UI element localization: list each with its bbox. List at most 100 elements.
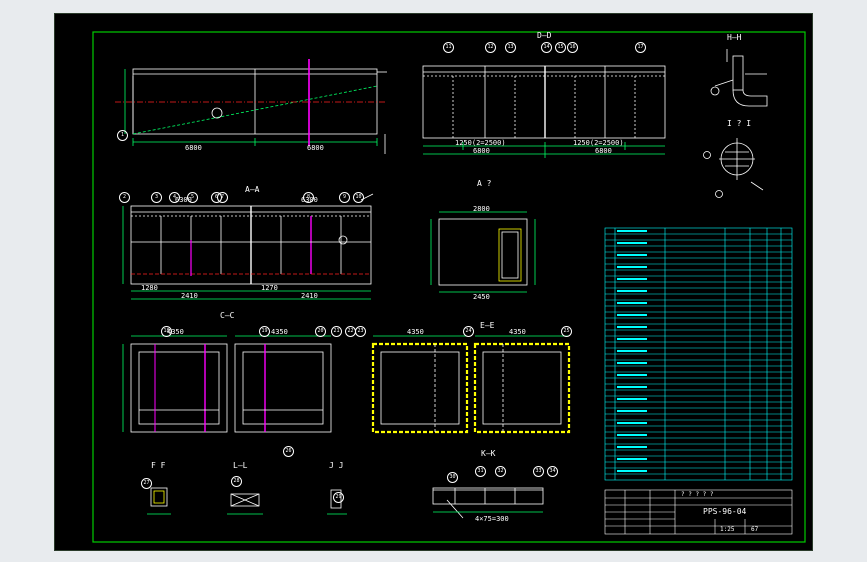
title-block-scale: 1:25 <box>720 526 735 533</box>
bom-text-mark <box>617 458 647 460</box>
bom-text-mark <box>617 470 647 472</box>
drawing-frame: A—A C—C E—E D—D H—H I ? I K—K F F L—L J … <box>54 13 813 551</box>
callout-balloon: 32 <box>495 466 506 477</box>
callout-balloon: 2 <box>119 192 130 203</box>
dim-dd-right: 6800 <box>595 147 612 155</box>
dim-aa-row-c: 1270 <box>261 284 278 292</box>
a-view <box>430 211 536 293</box>
bom-text-mark <box>617 350 647 352</box>
callout-balloon: 8 <box>303 192 314 203</box>
callout-balloon: 14 <box>541 42 552 53</box>
title-block <box>604 489 793 535</box>
dim-side-2: 2450 <box>473 293 490 301</box>
hh-detail <box>710 49 768 107</box>
dim-kk-1: 4×75=300 <box>475 515 509 523</box>
view-label-hh: H—H <box>727 33 742 42</box>
bom-text-mark <box>617 242 647 244</box>
view-label-ii: I ? I <box>727 119 752 128</box>
callout-balloon: 17 <box>635 42 646 53</box>
callout-balloon: 30 <box>447 472 458 483</box>
bom-text-mark <box>617 254 647 256</box>
bom-text-mark <box>617 302 647 304</box>
cad-drawing <box>92 31 806 543</box>
bom-text-mark <box>617 230 647 232</box>
bom-text-mark <box>617 446 647 448</box>
callout-balloon: 33 <box>533 466 544 477</box>
callout-balloon: 12 <box>485 42 496 53</box>
view-label-ee: E—E <box>480 321 495 330</box>
bom-text-mark <box>617 386 647 388</box>
view-label-aa: A—A <box>245 185 260 194</box>
callout-balloon: 29 <box>333 492 344 503</box>
callout-balloon: 19 <box>259 326 270 337</box>
cc-sections <box>122 335 332 433</box>
dim-aa-row-b: 2410 <box>181 292 198 300</box>
view-label-ff: F F <box>151 461 166 470</box>
bom-text-mark <box>617 374 647 376</box>
view-label-a: A ? <box>477 179 492 188</box>
callout-balloon: 9 <box>339 192 350 203</box>
view-label-ll: L—L <box>233 461 248 470</box>
callout-balloon: 16 <box>567 42 578 53</box>
callout-balloon: 28 <box>231 476 242 487</box>
drawing-border <box>92 31 806 543</box>
bottom-details <box>147 487 544 519</box>
bom-text-mark <box>617 326 647 328</box>
dim-cc-1: 4350 <box>167 328 184 336</box>
bom-text-mark <box>617 410 647 412</box>
dim-dd-sub-right: 1250(2=2500) <box>573 139 624 147</box>
callout-balloon: 7 <box>217 192 228 203</box>
callout-balloon: 13 <box>505 42 516 53</box>
callout-balloon: 10 <box>353 192 364 203</box>
dim-side-1: 2800 <box>473 205 490 213</box>
ii-detail <box>703 138 764 198</box>
bom-text-mark <box>617 266 647 268</box>
dim-aa-row-d: 2410 <box>301 292 318 300</box>
dim-aa-row-a: 1280 <box>141 284 158 292</box>
dim-dd-sub-left: 1250(2=2500) <box>455 139 506 147</box>
dd-section <box>422 65 666 158</box>
bom-text-mark <box>617 278 647 280</box>
callout-balloon: 25 <box>561 326 572 337</box>
dim-aa-1: 6300 <box>175 196 192 204</box>
callout-balloon: 5 <box>187 192 198 203</box>
bom-text-mark <box>617 398 647 400</box>
dim-top-left-2: 6800 <box>307 144 324 152</box>
top-left-elevation <box>115 59 387 154</box>
title-block-sheet: 67 <box>751 526 759 533</box>
bom-text-mark <box>617 290 647 292</box>
callout-balloon: 3 <box>151 192 162 203</box>
bom-text-mark <box>617 434 647 436</box>
callout-balloon: 15 <box>555 42 566 53</box>
title-block-marks: ? ? ? ? ? <box>681 491 714 498</box>
callout-balloon: 31 <box>475 466 486 477</box>
dim-dd-left: 6800 <box>473 147 490 155</box>
callout-balloon: 18 <box>161 326 172 337</box>
view-label-cc: C—C <box>220 311 235 320</box>
view-label-jj: J J <box>329 461 344 470</box>
bom-text-mark <box>617 362 647 364</box>
callout-balloon: 20 <box>315 326 326 337</box>
dim-ee-1: 4350 <box>509 328 526 336</box>
title-block-drawing-no: PPS-96-04 <box>703 507 747 516</box>
dim-top-left-1: 6800 <box>185 144 202 152</box>
ee-sections <box>371 335 571 434</box>
callout-balloon: 26 <box>283 446 294 457</box>
callout-balloon: 23 <box>355 326 366 337</box>
callout-balloon: 4 <box>169 192 180 203</box>
callout-balloon: 1 <box>117 130 128 141</box>
view-label-kk: K—K <box>481 449 496 458</box>
callout-balloon: 21 <box>331 326 342 337</box>
view-label-dd: D—D <box>537 31 552 40</box>
dim-cc-2: 4350 <box>271 328 288 336</box>
callout-balloon: 11 <box>443 42 454 53</box>
dim-cc-3: 4350 <box>407 328 424 336</box>
bom-text-mark <box>617 338 647 340</box>
bom-text-mark <box>617 422 647 424</box>
callout-balloon: 34 <box>547 466 558 477</box>
aa-section <box>122 193 374 300</box>
callout-balloon: 27 <box>141 478 152 489</box>
callout-balloon: 24 <box>463 326 474 337</box>
bom-text-mark <box>617 314 647 316</box>
bom-table <box>604 227 793 481</box>
